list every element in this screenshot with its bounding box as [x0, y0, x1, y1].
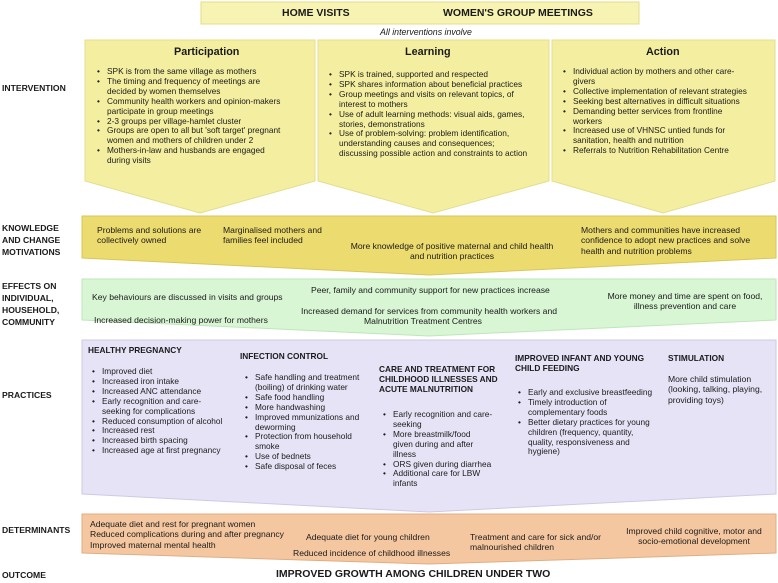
determinants-band [81, 513, 777, 565]
row-label-outcome: OUTCOME [2, 570, 46, 580]
effects-behaviours: Key behaviours are discussed in visits a… [92, 292, 283, 302]
list-item: Increased age at first pregnancy [89, 445, 222, 456]
knowledge-more: More knowledge of positive maternal and … [350, 241, 554, 262]
row-label-determinants: DETERMINANTS [2, 525, 71, 535]
list-item: SPK is from the same village as mothers [94, 66, 280, 77]
effects-support: Peer, family and community support for n… [311, 285, 550, 295]
list-item: Increased rest [89, 426, 222, 437]
list-item: Early recognition and care-seeking for c… [89, 396, 222, 417]
list-item: ORS given during diarrhea [380, 459, 492, 470]
row-label-intervention: INTERVENTION [2, 83, 66, 93]
list-item: The timing and frequency of meetings are… [94, 76, 280, 97]
stimulation-title: STIMULATION [668, 353, 725, 363]
list-item: Group meetings and visits on relevant to… [326, 89, 527, 110]
list-item: Mothers-in-law and husbands are engagedd… [94, 145, 280, 166]
infection-control-list: Safe handling and treatment(boiling) of … [242, 372, 359, 472]
row-label-practices: PRACTICES [2, 390, 52, 400]
determinant-child-diet: Adequate diet for young children [306, 532, 430, 542]
list-item: Early recognition and care-seeking [380, 409, 492, 430]
list-item: Groups are open to all but 'soft target'… [94, 126, 280, 146]
list-item: Use of adult learning methods: visual ai… [326, 109, 527, 130]
determinant-maternal: Adequate diet and rest for pregnant wome… [90, 519, 284, 550]
list-item: Early and exclusive breastfeeding [515, 387, 652, 398]
knowledge-band [81, 215, 777, 276]
participation-title: Participation [174, 46, 240, 58]
list-item: More handwashing [242, 402, 359, 413]
effects-money-time: More money and time are spent on food,il… [607, 291, 763, 312]
care-treatment-list: Early recognition and care-seekingMore b… [380, 409, 492, 489]
effects-band [81, 278, 777, 337]
list-item: Seeking best alternatives in difficult s… [560, 96, 747, 107]
outcome-text: IMPROVED GROWTH AMONG CHILDREN UNDER TWO [276, 568, 551, 580]
list-item: Reduced consumption of alcohol [89, 416, 222, 427]
group-meetings-label: WOMEN'S GROUP MEETINGS [443, 7, 593, 19]
determinant-illness: Reduced incidence of childhood illnesses [293, 548, 451, 558]
list-item: SPK shares information about beneficial … [326, 79, 527, 90]
list-item: Increased birth spacing [89, 435, 222, 446]
list-item: Safe disposal of feces [242, 461, 359, 472]
effects-decision-power: Increased decision-making power for moth… [94, 315, 268, 325]
effects-demand: Increased demand for services from commu… [301, 306, 558, 327]
list-item: Demanding better services from frontline… [560, 106, 747, 127]
list-item: Increased iron intake [89, 376, 222, 387]
list-item: Increased use of VHNSC untied funds fors… [560, 126, 747, 146]
list-item: Improved diet [89, 366, 222, 377]
all-interventions-note: All interventions involve [380, 27, 472, 37]
home-visits-label: HOME VISITS [282, 7, 350, 19]
infant-feeding-list: Early and exclusive breastfeedingTimely … [515, 387, 652, 458]
list-item: Collective implementation of relevant st… [560, 86, 747, 97]
list-item: Better dietary practices for youngchildr… [515, 417, 652, 458]
learning-title: Learning [405, 46, 451, 58]
action-title: Action [646, 46, 680, 58]
action-list: Individual action by mothers and other c… [560, 66, 747, 156]
list-item: Referrals to Nutrition Rehabilitation Ce… [560, 145, 747, 156]
learning-list: SPK is trained, supported and respectedS… [326, 69, 527, 159]
healthy-pregnancy-list: Improved dietIncreased iron intakeIncrea… [89, 366, 222, 456]
list-item: Increased ANC attendance [89, 386, 222, 397]
list-item: Community health workers and opinion-mak… [94, 96, 280, 117]
list-item: 2-3 groups per village-hamlet cluster [94, 116, 280, 127]
stimulation-text: More child stimulation(looking, talking,… [668, 374, 763, 405]
list-item: Use of bednets [242, 451, 359, 462]
list-item: Safe food handling [242, 392, 359, 403]
list-item: Individual action by mothers and other c… [560, 66, 747, 87]
list-item: Use of problem-solving: problem identifi… [326, 129, 527, 159]
list-item: Safe handling and treatment(boiling) of … [242, 372, 359, 393]
infection-control-title: INFECTION CONTROL [240, 351, 329, 361]
list-item: SPK is trained, supported and respected [326, 69, 527, 80]
top-header-box [200, 1, 640, 25]
participation-list: SPK is from the same village as mothersT… [94, 66, 280, 166]
healthy-pregnancy-title: HEALTHY PREGNANCY [88, 345, 182, 355]
